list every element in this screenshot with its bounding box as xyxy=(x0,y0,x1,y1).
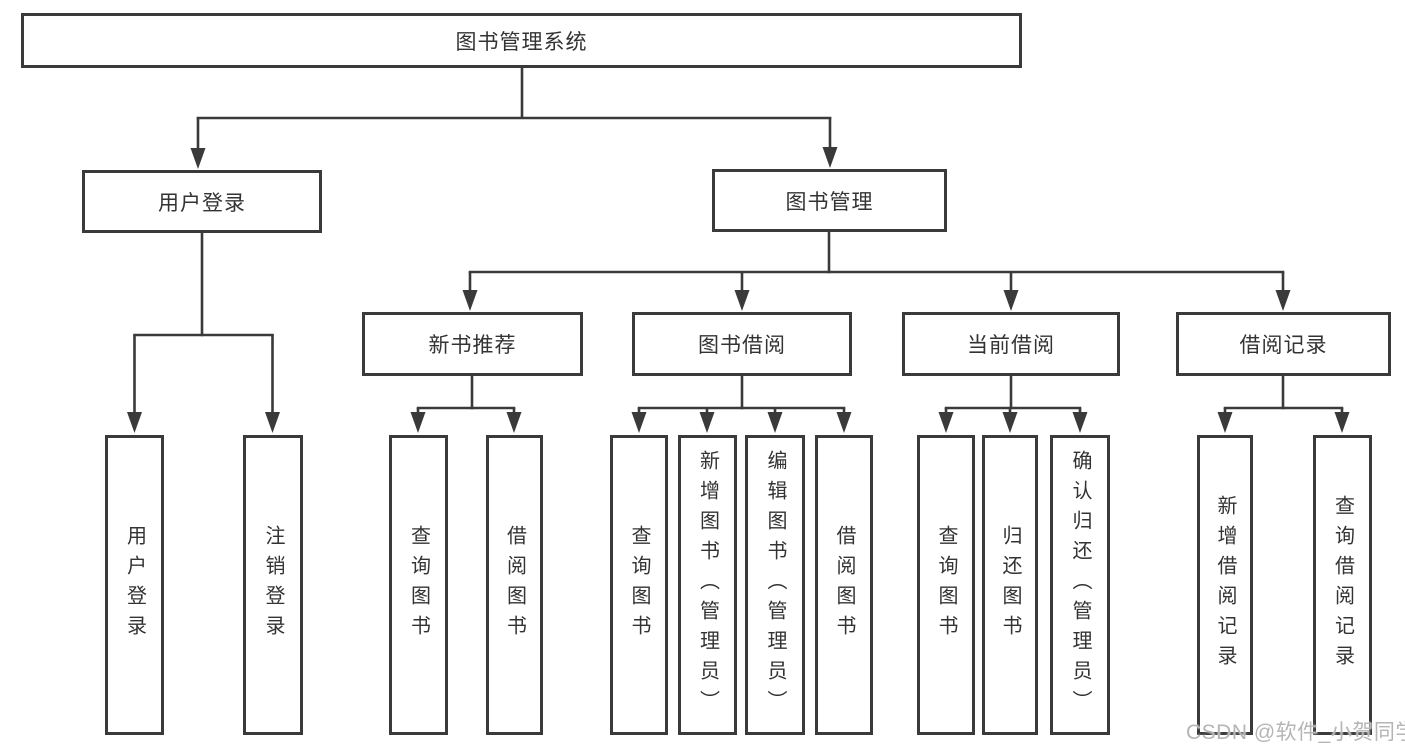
leaf-add-borrowing-record: 新增借阅记录 xyxy=(1197,435,1253,735)
node-label: 当前借阅 xyxy=(967,334,1055,357)
leaf-query-books-recommend: 查询图书 xyxy=(389,435,448,735)
leaf-label: 查询图书 xyxy=(628,525,650,645)
leaf-label: 归还图书 xyxy=(999,525,1021,645)
leaf-borrow-books-recommend: 借阅图书 xyxy=(486,435,543,735)
leaf-confirm-return-admin: 确认归还（管理员） xyxy=(1050,435,1110,735)
leaf-query-books-borrowing: 查询图书 xyxy=(610,435,668,735)
leaf-label: 查询图书 xyxy=(935,525,957,645)
node-current-borrowing: 当前借阅 xyxy=(902,312,1120,376)
leaf-query-books-current: 查询图书 xyxy=(917,435,975,735)
leaf-label: 借阅图书 xyxy=(833,525,855,645)
node-book-management: 图书管理 xyxy=(712,169,947,232)
leaf-label: 查询借阅记录 xyxy=(1331,495,1354,675)
leaf-label: 新增借阅记录 xyxy=(1214,495,1236,675)
leaf-borrow-books-borrowing: 借阅图书 xyxy=(815,435,873,735)
node-borrowing-records: 借阅记录 xyxy=(1176,312,1391,376)
leaf-query-borrowing-record: 查询借阅记录 xyxy=(1313,435,1372,735)
leaf-return-books: 归还图书 xyxy=(982,435,1038,735)
csdn-watermark: CSDN @软件_小贺同学 xyxy=(1186,721,1405,744)
node-label: 图书管理系统 xyxy=(455,30,588,54)
leaf-label: 注销登录 xyxy=(262,525,284,645)
leaf-logout: 注销登录 xyxy=(243,435,303,735)
node-new-book-recommendation: 新书推荐 xyxy=(362,312,583,376)
node-label: 图书借阅 xyxy=(698,334,786,357)
node-label: 借阅记录 xyxy=(1239,334,1328,357)
leaf-add-book-admin: 新增图书（管理员） xyxy=(678,435,737,735)
node-label: 图书管理 xyxy=(785,190,874,214)
leaf-label: 新增图书（管理员） xyxy=(696,450,719,720)
leaf-label: 用户登录 xyxy=(123,525,146,645)
node-label: 新书推荐 xyxy=(428,334,517,357)
leaf-label: 编辑图书（管理员） xyxy=(764,450,786,720)
leaf-edit-book-admin: 编辑图书（管理员） xyxy=(745,435,805,735)
leaf-label: 查询图书 xyxy=(407,525,430,645)
node-library-management-system: 图书管理系统 xyxy=(21,13,1022,68)
node-book-borrowing: 图书借阅 xyxy=(632,312,852,376)
leaf-label: 确认归还（管理员） xyxy=(1069,450,1091,720)
node-label: 用户登录 xyxy=(158,191,246,215)
node-user-login: 用户登录 xyxy=(82,170,322,233)
leaf-label: 借阅图书 xyxy=(503,525,526,645)
leaf-user-login: 用户登录 xyxy=(105,435,164,735)
